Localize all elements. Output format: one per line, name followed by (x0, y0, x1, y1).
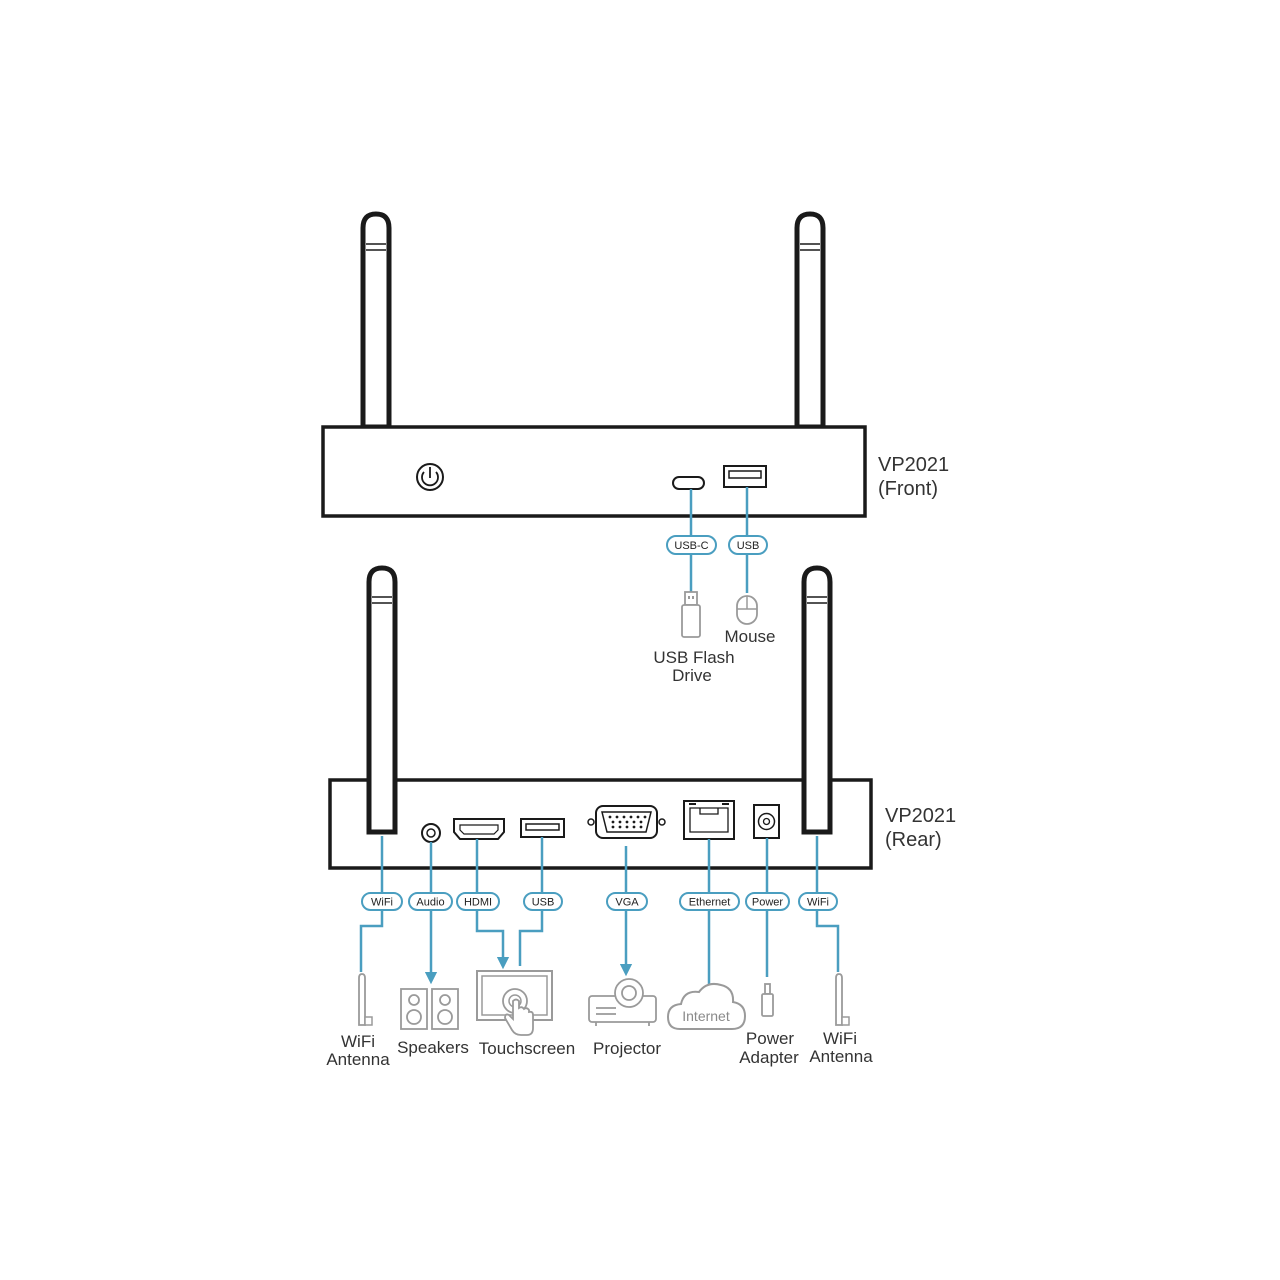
svg-text:USB-C: USB-C (674, 540, 708, 552)
usb-flash-drive-label: USB Flash (653, 648, 734, 667)
rear-ethernet-port-label: Ethernet (679, 892, 740, 911)
power-button-icon[interactable] (416, 463, 444, 491)
front-usb-port-label: USB (728, 535, 768, 555)
front-usb-port-icon (723, 465, 767, 488)
touchscreen-label: Touchscreen (479, 1039, 575, 1058)
rear-connections (359, 836, 840, 985)
svg-text:VGA: VGA (615, 897, 639, 909)
wifi-antenna-left-icon (358, 973, 373, 1026)
hdmi-port-icon (453, 818, 505, 840)
power-jack-icon (753, 804, 780, 839)
rear-wifi-left-port-label: WiFi (361, 892, 403, 911)
rear-unit: VP2021 (Rear) (328, 565, 956, 870)
usb-flash-drive-icon (681, 591, 701, 638)
projector-label: Projector (593, 1039, 661, 1058)
svg-text:HDMI: HDMI (464, 897, 492, 909)
wifi-antenna-right-label-line2: Antenna (809, 1047, 873, 1066)
rear-left-antenna (366, 565, 398, 835)
ethernet-port-icon (683, 800, 735, 840)
usb-flash-drive-label-line2: Drive (672, 666, 712, 685)
power-adapter-label: Power (746, 1029, 795, 1048)
mouse-icon (736, 595, 758, 625)
rear-wifi-right-port-label: WiFi (798, 892, 838, 911)
wifi-antenna-right-label: WiFi (823, 1029, 857, 1048)
svg-text:USB: USB (532, 897, 555, 909)
rear-vga-port-label: VGA (606, 892, 648, 911)
front-usbc-port-label: USB-C (666, 535, 717, 555)
front-connections: USB-C USB (666, 487, 768, 593)
front-right-antenna (794, 211, 826, 430)
mouse-label: Mouse (724, 627, 775, 646)
front-chassis (321, 425, 867, 518)
projector-icon (588, 978, 657, 1026)
speakers-icon (400, 988, 459, 1030)
svg-text:Audio: Audio (416, 897, 444, 909)
front-title: VP2021 (878, 454, 949, 476)
wifi-antenna-left-label-line2: Antenna (326, 1050, 390, 1069)
wifi-antenna-left-label: WiFi (341, 1032, 375, 1051)
speakers-label: Speakers (397, 1038, 469, 1057)
rear-subtitle: (Rear) (885, 829, 942, 851)
touchscreen-icon (476, 970, 553, 1036)
rear-usb-port-label: USB (523, 892, 563, 911)
rear-hdmi-port-label: HDMI (456, 892, 500, 911)
front-subtitle: (Front) (878, 478, 938, 500)
vga-port-icon (587, 805, 666, 839)
audio-jack-icon (421, 823, 441, 843)
internet-cloud-icon: Internet (666, 982, 747, 1030)
svg-text:USB: USB (737, 540, 760, 552)
svg-text:Power: Power (752, 897, 784, 909)
rear-right-antenna (801, 565, 833, 835)
power-adapter-label-line2: Adapter (739, 1048, 799, 1067)
front-left-antenna (360, 211, 392, 430)
rear-title: VP2021 (885, 805, 956, 827)
svg-text:WiFi: WiFi (371, 897, 393, 909)
power-adapter-icon (761, 983, 774, 1017)
svg-text:WiFi: WiFi (807, 897, 829, 909)
wifi-antenna-right-icon (835, 973, 850, 1026)
rear-power-port-label: Power (745, 892, 790, 911)
rear-usb-port-icon (520, 818, 565, 838)
rear-audio-port-label: Audio (408, 892, 453, 911)
front-unit: VP2021 (Front) (321, 211, 949, 518)
front-usbc-port-icon (672, 476, 705, 490)
svg-text:Ethernet: Ethernet (689, 897, 731, 909)
internet-label: Internet (682, 1008, 730, 1024)
